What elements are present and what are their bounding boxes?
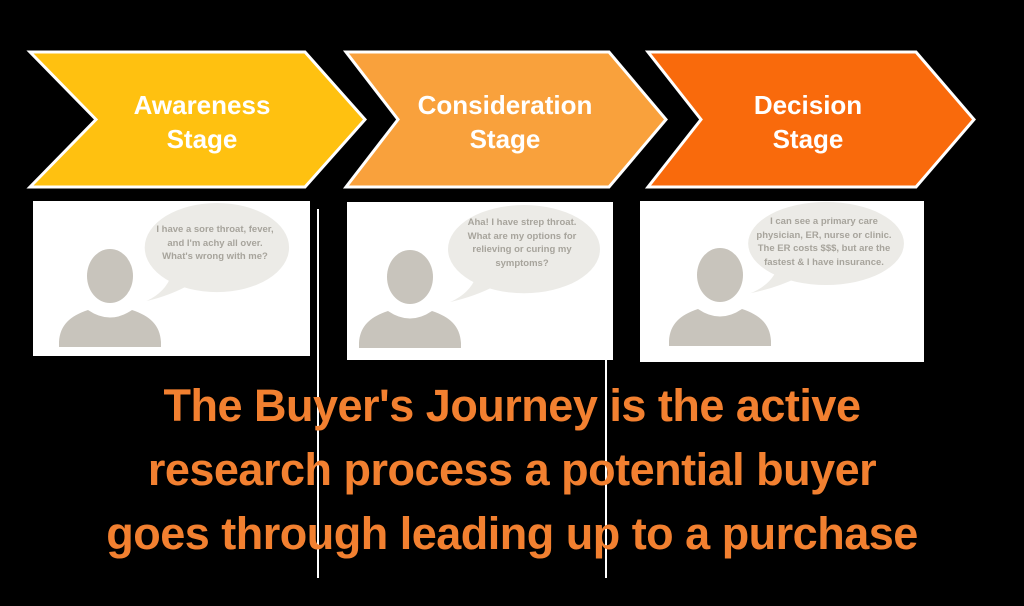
speech-bubble — [748, 201, 904, 294]
persona-card-consideration: Aha! I have strep throat. What are my op… — [347, 202, 613, 360]
consideration-arrow-shape — [342, 50, 668, 189]
speech-bubble-text: I have a sore throat, fever, and I'm ach… — [156, 224, 274, 262]
speech-bubble-text: I can see a primary care physician, ER, … — [756, 216, 892, 268]
speech-bubble-text: Aha! I have strep throat. What are my op… — [467, 217, 577, 269]
person-silhouette-icon — [59, 249, 161, 347]
caption-text: The Buyer's Journey is the active resear… — [106, 380, 918, 559]
divider-line-1 — [317, 209, 319, 578]
decision-arrow-shape — [644, 50, 976, 189]
person-silhouette-icon — [669, 248, 771, 346]
stage-label-decision: Decision Stage — [753, 90, 863, 154]
stage-label-consideration: Consideration Stage — [417, 90, 593, 154]
divider-line-2 — [605, 209, 607, 578]
stage-arrows — [26, 50, 976, 189]
persona-card-awareness: I have a sore throat, fever, and I'm ach… — [33, 201, 310, 356]
awareness-arrow-shape — [26, 50, 368, 189]
persona-card-decision: I can see a primary care physician, ER, … — [640, 201, 924, 362]
speech-bubble — [448, 204, 600, 303]
stage-label-awareness: Awareness Stage — [133, 90, 271, 154]
speech-bubble — [144, 202, 290, 302]
person-silhouette-icon — [359, 250, 461, 348]
